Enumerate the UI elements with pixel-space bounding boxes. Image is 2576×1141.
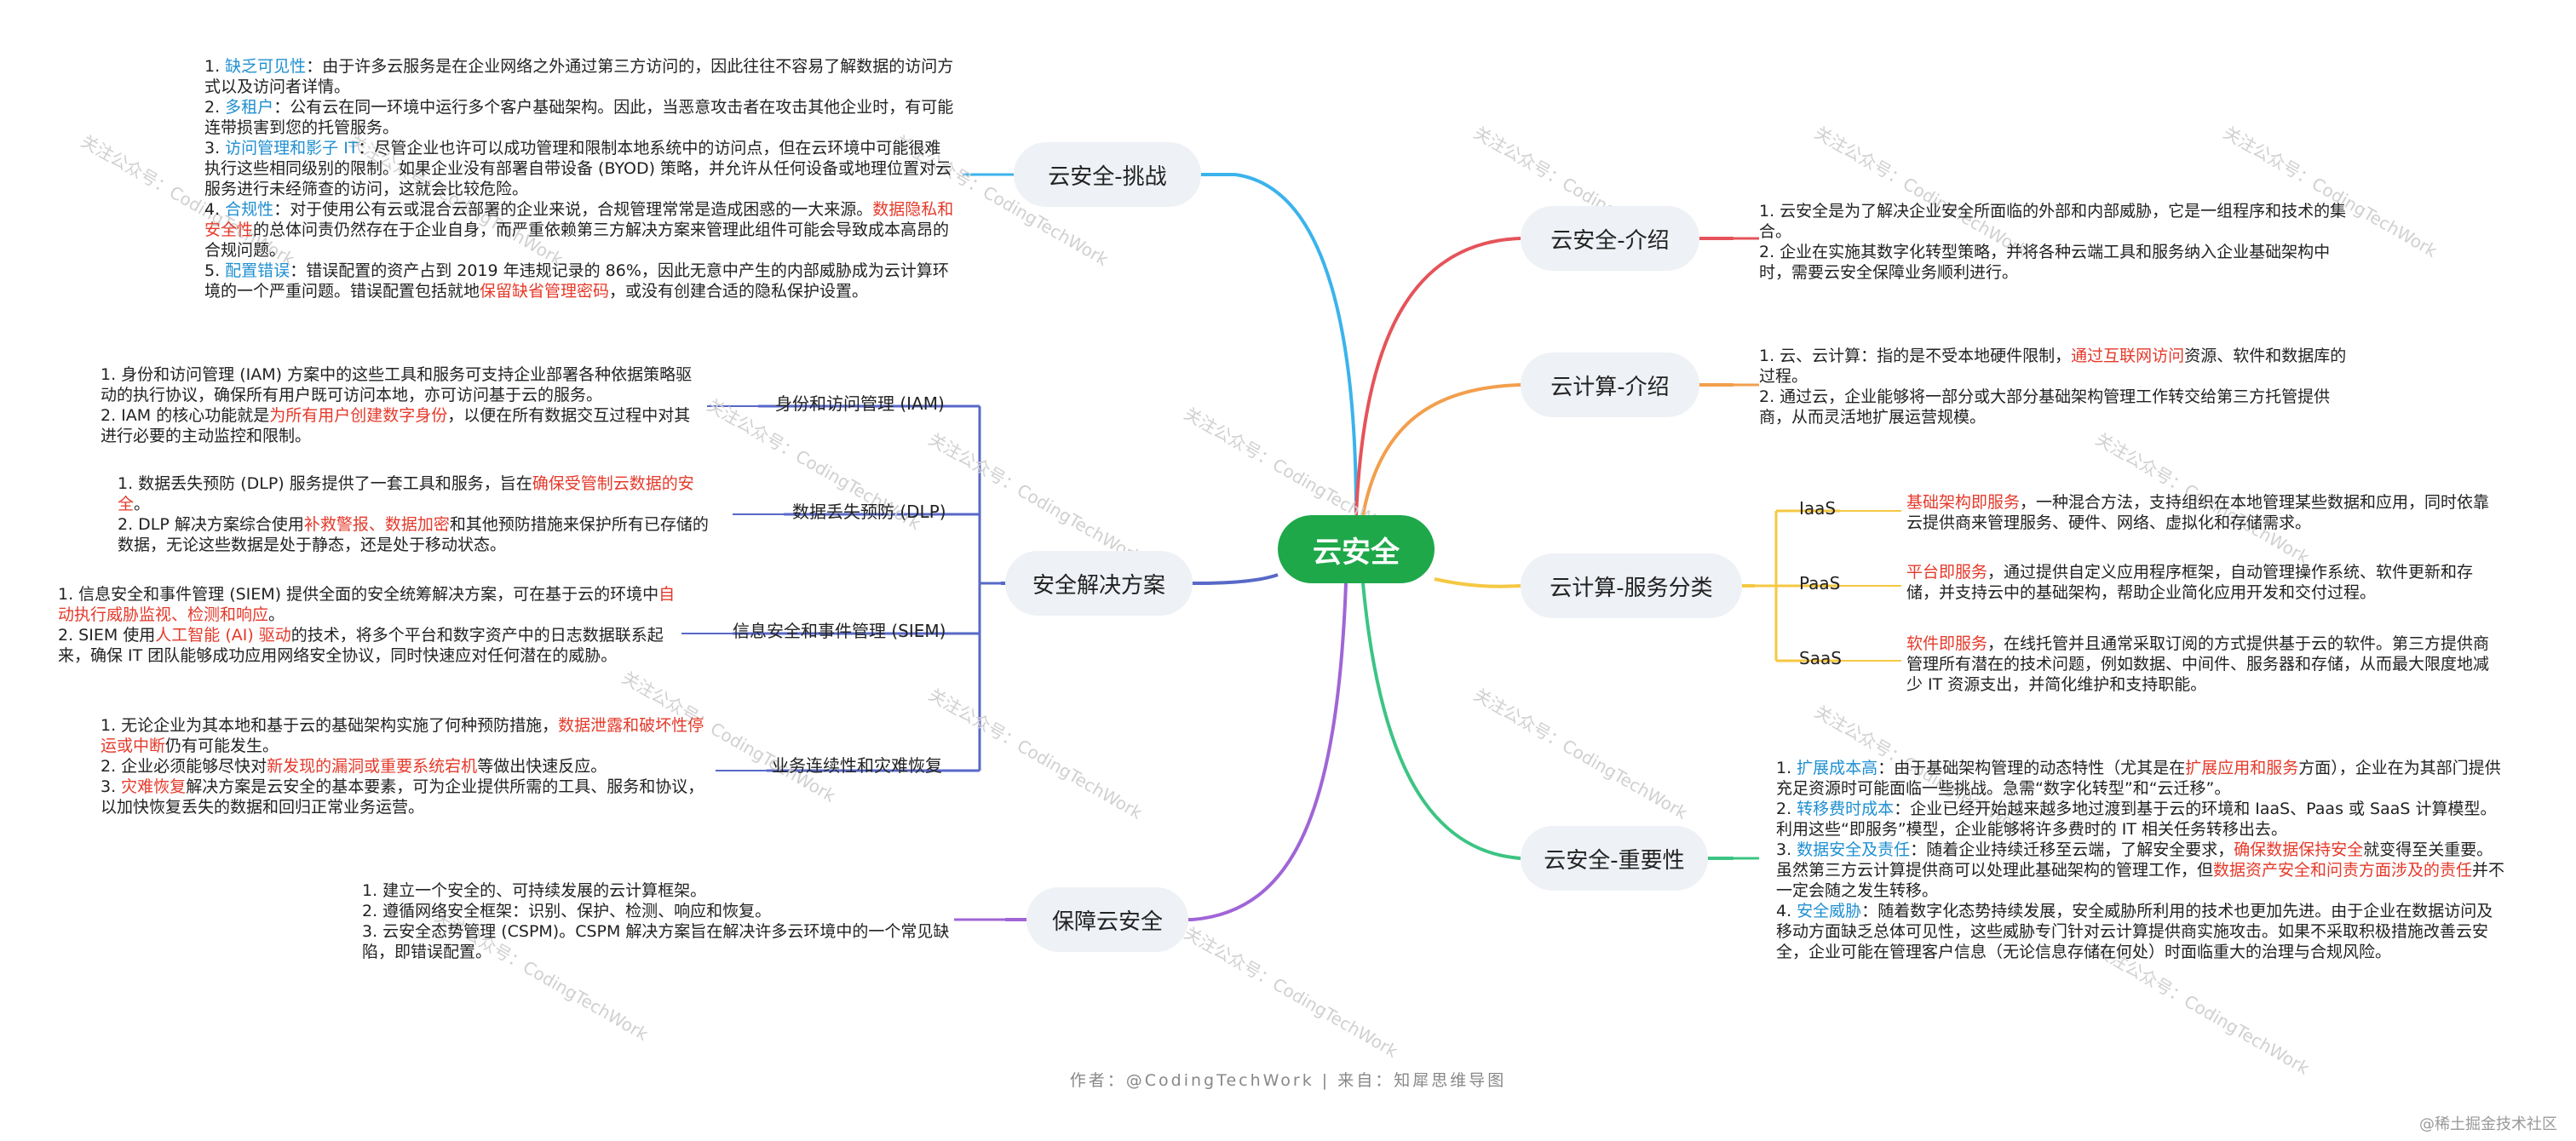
sub-iam[interactable]: 身份和访问管理 (IAM) [775, 393, 945, 414]
sub-iaas[interactable]: IaaS [1799, 498, 1837, 519]
topic-solutions[interactable]: 安全解决方案 [1005, 551, 1193, 616]
note-ensure: 1. 建立一个安全的、可持续发展的云计算框架。 2. 遵循网络安全框架：识别、保… [362, 881, 950, 961]
topic-compute-intro[interactable]: 云计算-介绍 [1521, 353, 1699, 417]
topic-importance[interactable]: 云安全-重要性 [1521, 826, 1708, 891]
edge-challenge [1234, 173, 1358, 516]
sub-siem[interactable]: 信息安全和事件管理 (SIEM) [733, 621, 946, 641]
topic-ensure[interactable]: 保障云安全 [1026, 887, 1188, 952]
topic-service[interactable]: 云计算-服务分类 [1521, 553, 1742, 618]
sub-paas[interactable]: PaaS [1799, 573, 1841, 593]
sub-bcdr[interactable]: 业务连续性和灾难恢复 [772, 755, 942, 776]
note-intro: 1. 云安全是为了解决企业安全所面临的外部和内部威胁，它是一组程序和技术的集合。… [1759, 202, 2347, 282]
edge-intro [1354, 237, 1521, 516]
sub-saas[interactable]: SaaS [1799, 648, 1842, 668]
note-importance: 1. 扩展成本高：由于基础架构管理的动态特性（尤其是在扩展应用和服务方面），企业… [1776, 759, 2505, 961]
note-paas: 平台即服务，通过提供自定义应用程序框架，自动管理操作系统、软件更新和存储，并支持… [1906, 563, 2474, 602]
note-bcdr: 1. 无论企业为其本地和基于云的基础架构实施了何种预防措施，数据泄露和破坏性停运… [101, 716, 704, 817]
bracket-solutions [967, 404, 1001, 772]
edge-compute [1361, 383, 1521, 516]
topic-intro[interactable]: 云安全-介绍 [1521, 206, 1699, 271]
note-saas: 软件即服务，在线托管并且通常采取订阅的方式提供基于云的软件。第三方提供商管理所有… [1906, 634, 2490, 694]
root-node[interactable]: 云安全 [1278, 515, 1435, 583]
note-iaas: 基础架构即服务，一种混合方法，支持组织在本地管理某些数据和应用，同时依靠云提供商… [1906, 493, 2490, 532]
edge-importance [1361, 582, 1521, 860]
footer-credit: 作者：@CodingTechWork | 来自：知犀思维导图 [1069, 1071, 1507, 1090]
note-iam: 1. 身份和访问管理 (IAM) 方案中的这些工具和服务可支持企业部署各种依据策… [101, 365, 693, 445]
note-challenge: 1. 缺乏可见性：由于许多云服务是在企业网络之外通过第三方访问的，因此往往不容易… [204, 57, 954, 301]
note-dlp: 1. 数据丢失预防 (DLP) 服务提供了一套工具和服务，旨在确保受管制云数据的… [118, 474, 709, 554]
sub-dlp[interactable]: 数据丢失预防 (DLP) [792, 502, 946, 522]
note-siem: 1. 信息安全和事件管理 (SIEM) 提供全面的安全统筹解决方案，可在基于云的… [58, 585, 676, 665]
bracket-service [1755, 509, 1789, 662]
corner-watermark: @稀土掘金技术社区 [2419, 1115, 2557, 1133]
edge-ensure [1192, 582, 1348, 921]
note-compute-intro: 1. 云、云计算：指的是不受本地硬件限制，通过互联网访问资源、软件和数据库的过程… [1759, 347, 2347, 427]
edge-service [1434, 577, 1521, 588]
topic-challenge[interactable]: 云安全-挑战 [1014, 142, 1201, 207]
edge-solutions [1196, 573, 1279, 585]
